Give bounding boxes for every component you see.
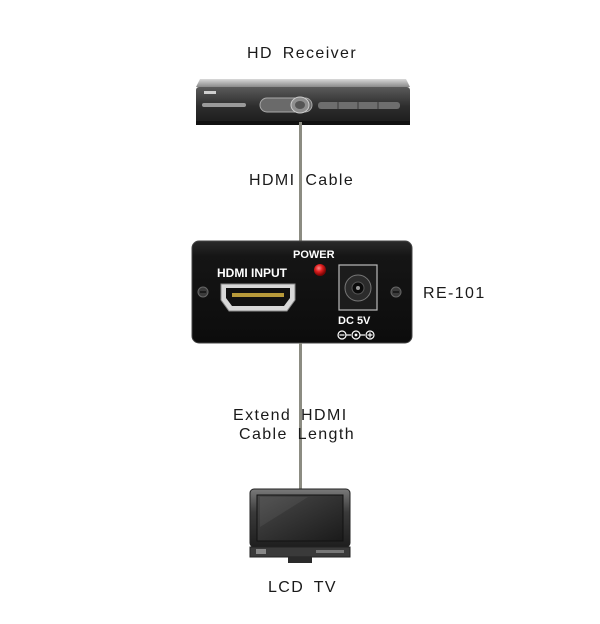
re101-device-icon [191, 240, 413, 344]
cable-label-bottom-line1: Extend HDMI [233, 407, 348, 424]
device-model-label: RE-101 [423, 285, 486, 302]
cable-label-top: HDMI Cable [249, 172, 355, 189]
tv-title: LCD TV [268, 579, 338, 596]
cable-label-bottom-line2: Cable Length [239, 426, 355, 443]
dc-label: DC 5V [338, 315, 371, 327]
hdmi-cable-lower [299, 343, 302, 493]
hd-receiver-icon [196, 79, 410, 125]
hdmi-cable-upper [299, 122, 302, 242]
power-label: POWER [293, 249, 335, 261]
hdmi-input-label: HDMI INPUT [217, 266, 287, 280]
receiver-title: HD Receiver [247, 45, 358, 62]
lcd-tv-icon [249, 488, 351, 563]
